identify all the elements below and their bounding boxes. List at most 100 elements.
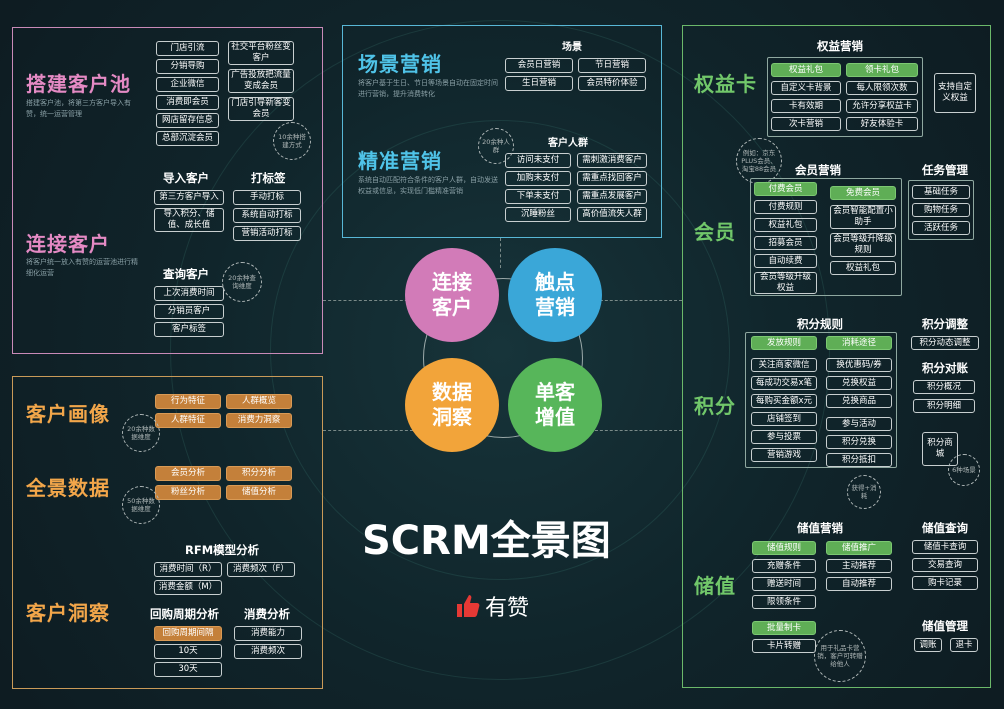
points-group xyxy=(745,332,897,468)
stored-sub: 储值营销 xyxy=(797,521,843,535)
query-item: 客户标签 xyxy=(154,322,224,337)
consume-item: 消费频次 xyxy=(234,644,302,659)
connect-title: 连接客户 xyxy=(26,232,110,256)
stored-gift-badge: 用于礼品卡营销，客户可转赠给他人 xyxy=(814,630,866,682)
points-gain: 店铺签到 xyxy=(751,412,817,426)
stored-card: 批量制卡 xyxy=(752,621,816,635)
panorama-item: 会员分析 xyxy=(155,466,221,481)
member-item: 权益礼包 xyxy=(754,218,817,232)
stored-item: 自动推荐 xyxy=(826,577,892,591)
points-rule-title: 积分规则 xyxy=(797,317,843,331)
stored-manage-title: 储值管理 xyxy=(922,619,968,633)
points-use: 兑换权益 xyxy=(826,376,892,390)
points-adjust-item: 积分动态调整 xyxy=(911,336,979,350)
task-item: 基础任务 xyxy=(912,185,970,199)
benefit-group xyxy=(767,57,923,137)
benefit-title: 权益卡 xyxy=(694,72,757,96)
panel-data-insight xyxy=(12,376,323,689)
member-free-item: 权益礼包 xyxy=(830,261,896,275)
points-gain: 关注商家微信 xyxy=(751,358,817,372)
circle-connect[interactable]: 连接客户 xyxy=(405,248,499,342)
import-title: 导入客户 xyxy=(163,171,209,185)
import-item: 导入积分、储值、成长值 xyxy=(154,208,224,232)
points-gain: 每成功交易x笔 xyxy=(751,376,817,390)
points-adjust-title: 积分调整 xyxy=(922,317,968,331)
scene-desc: 将客户基于生日、节日等场景自动在固定时间进行营销，提升消费转化 xyxy=(358,79,498,98)
member-item: 付费会员 xyxy=(754,182,817,196)
stored-item: 储值推广 xyxy=(826,541,892,555)
crowd-title: 客户人群 xyxy=(548,138,588,149)
tag-title: 打标签 xyxy=(251,171,286,185)
stored-item: 赠送时间 xyxy=(752,577,816,591)
build-item: 企业微信 xyxy=(156,77,219,92)
brand-name: 有赞 xyxy=(485,596,530,621)
points-rule: 消耗途径 xyxy=(826,336,892,350)
benefit-item: 权益礼包 xyxy=(771,63,841,77)
benefit-sub: 权益营销 xyxy=(817,39,863,53)
connector xyxy=(323,430,413,431)
thumb-up-icon xyxy=(457,595,480,617)
points-gain: 营销游戏 xyxy=(751,448,817,462)
main-title: SCRM全景图 xyxy=(362,518,611,564)
rfm-item: 消费时间（R） xyxy=(154,562,222,577)
member-sub: 会员营销 xyxy=(795,163,841,177)
stored-item: 主动推荐 xyxy=(826,559,892,573)
crowd-item: 访问未支付 xyxy=(505,153,571,168)
tag-item: 系统自动打标 xyxy=(233,208,301,223)
member-free-item: 会员等级升降级规则 xyxy=(830,233,896,257)
portrait-item: 消费力洞察 xyxy=(226,413,292,428)
task-item: 购物任务 xyxy=(912,203,970,217)
benefit-item: 每人限领次数 xyxy=(846,81,918,95)
tag-item: 手动打标 xyxy=(233,190,301,205)
stored-item: 储值规则 xyxy=(752,541,816,555)
circle-value[interactable]: 单客增值 xyxy=(508,358,602,452)
circle-touchpoint[interactable]: 触点营销 xyxy=(508,248,602,342)
circle-data[interactable]: 数据洞察 xyxy=(405,358,499,452)
member-free-item: 免费会员 xyxy=(830,186,896,200)
points-use: 兑换商品 xyxy=(826,394,892,408)
stored-query-title: 储值查询 xyxy=(922,521,968,535)
bg-ring xyxy=(170,20,830,680)
points-gain: 每购买金额x元 xyxy=(751,394,817,408)
points-check-item: 积分概况 xyxy=(913,380,975,394)
stored-manage-item: 调账 xyxy=(914,638,942,652)
scene-title: 场景营销 xyxy=(358,52,442,76)
consume-item: 消费能力 xyxy=(234,626,302,641)
crowd-item: 下单未支付 xyxy=(505,189,571,204)
precise-title: 精准营销 xyxy=(358,149,442,173)
connector xyxy=(500,238,501,268)
tag-item: 营销活动打标 xyxy=(233,226,301,241)
panel-customer-value xyxy=(682,25,991,688)
stored-item: 限领条件 xyxy=(752,595,816,609)
benefit-item: 卡有效期 xyxy=(771,99,841,113)
benefit-item: 次卡营销 xyxy=(771,117,841,131)
crowd-item: 沉睡粉丝 xyxy=(505,207,571,222)
stored-title: 储值 xyxy=(694,574,736,598)
query-dims-badge: 20余种查询维度 xyxy=(222,262,262,302)
member-item: 会员等级升级权益 xyxy=(754,272,817,294)
portrait-item: 人群特征 xyxy=(155,413,221,428)
stored-query-item: 储值卡查询 xyxy=(912,540,978,554)
points-check-item: 积分明细 xyxy=(913,399,975,413)
panorama-item: 粉丝分析 xyxy=(155,485,221,500)
connector xyxy=(590,300,682,301)
query-title: 查询客户 xyxy=(163,267,209,281)
import-item: 第三方客户导入 xyxy=(154,190,224,205)
panorama-item: 积分分析 xyxy=(226,466,292,481)
crowd-item: 需重点发展客户 xyxy=(577,189,647,204)
query-item: 上次消费时间 xyxy=(154,286,224,301)
benefit-item: 好友体验卡 xyxy=(846,117,918,131)
panorama-dims-badge: 50余种数据维度 xyxy=(122,486,160,524)
points-gain: 参与投票 xyxy=(751,430,817,444)
crowd-item: 需刺激消费客户 xyxy=(577,153,647,168)
build-item: 社交平台粉丝变客户 xyxy=(228,41,294,65)
build-item: 消费即会员 xyxy=(156,95,219,110)
scene-item: 会员日营销 xyxy=(505,58,573,73)
points-check-title: 积分对账 xyxy=(922,361,968,375)
stored-manage-item: 退卡 xyxy=(950,638,978,652)
stored-item: 充赠条件 xyxy=(752,559,816,573)
benefit-item: 允许分享权益卡 xyxy=(846,99,918,113)
panorama-item: 储值分析 xyxy=(226,485,292,500)
scene-item: 生日营销 xyxy=(505,76,573,91)
connector xyxy=(323,300,413,301)
